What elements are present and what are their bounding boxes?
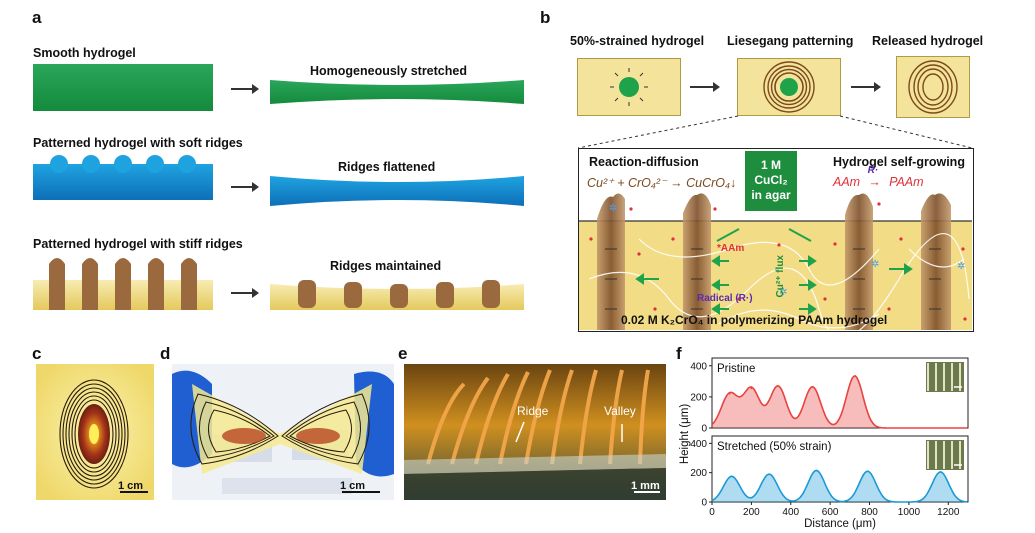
stiff-ridges-caption: Patterned hydrogel with stiff ridges [33,237,243,251]
y-tick-label-0-1: 200 [690,392,707,403]
released-hydrogel-square [896,56,970,118]
scale-d: 1 cm [340,480,366,492]
arrow-b1 [690,82,720,92]
x-axis-label: Distance (μm) [804,518,876,530]
panel-f-label: f [676,344,682,363]
cu-flux-label: Cu²⁺ flux [775,255,786,298]
peak-point-1-1 [768,473,770,475]
arrow-a2 [231,182,259,192]
y-tick-label-1-0: 0 [701,498,707,509]
liesegang-photo-c [36,364,154,500]
peak-point-0-1 [750,387,753,390]
y-axis-label: Height (μm) [679,404,691,464]
peak-point-0-2 [777,385,779,387]
subplot-title-1: Stretched (50% strain) [717,441,832,453]
liesegang-patterned-square [737,58,841,116]
svg-text:✲: ✲ [609,203,617,214]
scale-c: 1 cm [118,480,144,492]
panel-c-label: c [32,344,42,363]
ridges-maintained-caption: Ridges maintained [330,259,442,273]
peak-point-0-4 [853,375,856,377]
x-tick-label-2: 400 [782,507,799,518]
flattened-blue-gel [270,176,524,206]
stage-released-caption: Released hydrogel [872,34,984,48]
cucl2-agar-box: 1 M CuCl₂ in agar [745,151,797,211]
stage-liesegang-caption: Liesegang patterning [727,34,854,48]
k2cro4-label: 0.02 M K₂CrO₄ in polymerizing PAAm hydro… [621,313,888,327]
stretched-sample-photo-d [172,364,394,500]
x-tick-label-0: 0 [709,507,715,518]
smooth-hydrogel-caption: Smooth hydrogel [33,46,136,60]
arrow-a3 [231,288,259,298]
radical-label: Radical (R·) [697,293,753,304]
valley-label: Valley [604,404,636,418]
series-line-0 [711,375,968,429]
svg-text:✲: ✲ [779,287,787,298]
peak-point-1-2 [815,469,818,472]
svg-text:✲: ✲ [871,259,879,270]
ridges-flattened-caption: Ridges flattened [338,160,436,174]
y-tick-label-1-2: 400 [690,439,707,450]
reaction-equation: Cu²⁺ + CrO₄²⁻ → CuCrO₄↓ [587,176,737,190]
panel-a-label: a [32,8,42,27]
arrow-a1 [231,84,259,94]
smooth-hydrogel-block [33,64,213,111]
zoom-guides [577,115,973,149]
x-tick-label-5: 1000 [898,507,921,518]
peak-point-1-4 [939,471,942,473]
series-line-1 [711,469,968,503]
reaction-diffusion-title: Reaction-diffusion [589,155,699,169]
x-tick-label-1: 200 [743,507,760,518]
scale-e: 1 mm [631,480,660,492]
peak-point-0-3 [811,385,814,388]
y-tick-label-0-0: 0 [701,424,707,435]
stage-strained-caption: 50%-strained hydrogel [570,34,705,48]
subplot-title-0: Pristine [717,363,755,375]
series-area-1 [712,470,968,502]
peak-point-1-3 [866,470,869,472]
soft-ridge-hydrogel [33,155,213,200]
subplot-frame-0 [711,357,969,429]
self-growing-title: Hydrogel self-growing [833,155,965,169]
ridge-photo-e [404,364,666,500]
soft-ridges-caption: Patterned hydrogel with soft ridges [33,136,243,150]
panel-d-label: d [160,344,171,363]
x-tick-label-4: 800 [861,507,878,518]
svg-text:✲: ✲ [957,261,965,272]
growth-radical: R· [867,165,879,176]
growth-polymer: PAAm [889,175,924,189]
x-tick-label-3: 600 [822,507,839,518]
growth-equation: AAm →R· PAAm [833,165,924,189]
aam-label: *AAm [717,243,745,254]
growth-arrow: →R· [867,165,881,189]
ridge-label: Ridge [517,404,549,418]
panel-e-label: e [398,344,408,363]
homogeneously-stretched-caption: Homogeneously stretched [310,64,467,78]
series-area-0 [712,376,968,428]
stiff-ridge-hydrogel [33,258,213,310]
peak-point-1-0 [730,475,733,478]
y-tick-label-1-1: 200 [690,468,707,479]
y-tick-label-0-2: 400 [690,361,707,372]
strained-hydrogel-square [577,58,681,116]
panel-b-label: b [540,8,551,27]
reaction-diffusion-schematic: ✲ ✲ ✲ ✲ Reaction-diffusion Cu²⁺ + CrO₄²⁻ → … [578,148,974,332]
peak-point-0-0 [728,392,731,395]
stretched-green-gel [270,80,524,104]
x-tick-label-6: 1200 [937,507,960,518]
arrow-b2 [851,82,881,92]
growth-monomer: AAm [833,175,861,189]
maintained-ridge-gel [270,280,524,310]
